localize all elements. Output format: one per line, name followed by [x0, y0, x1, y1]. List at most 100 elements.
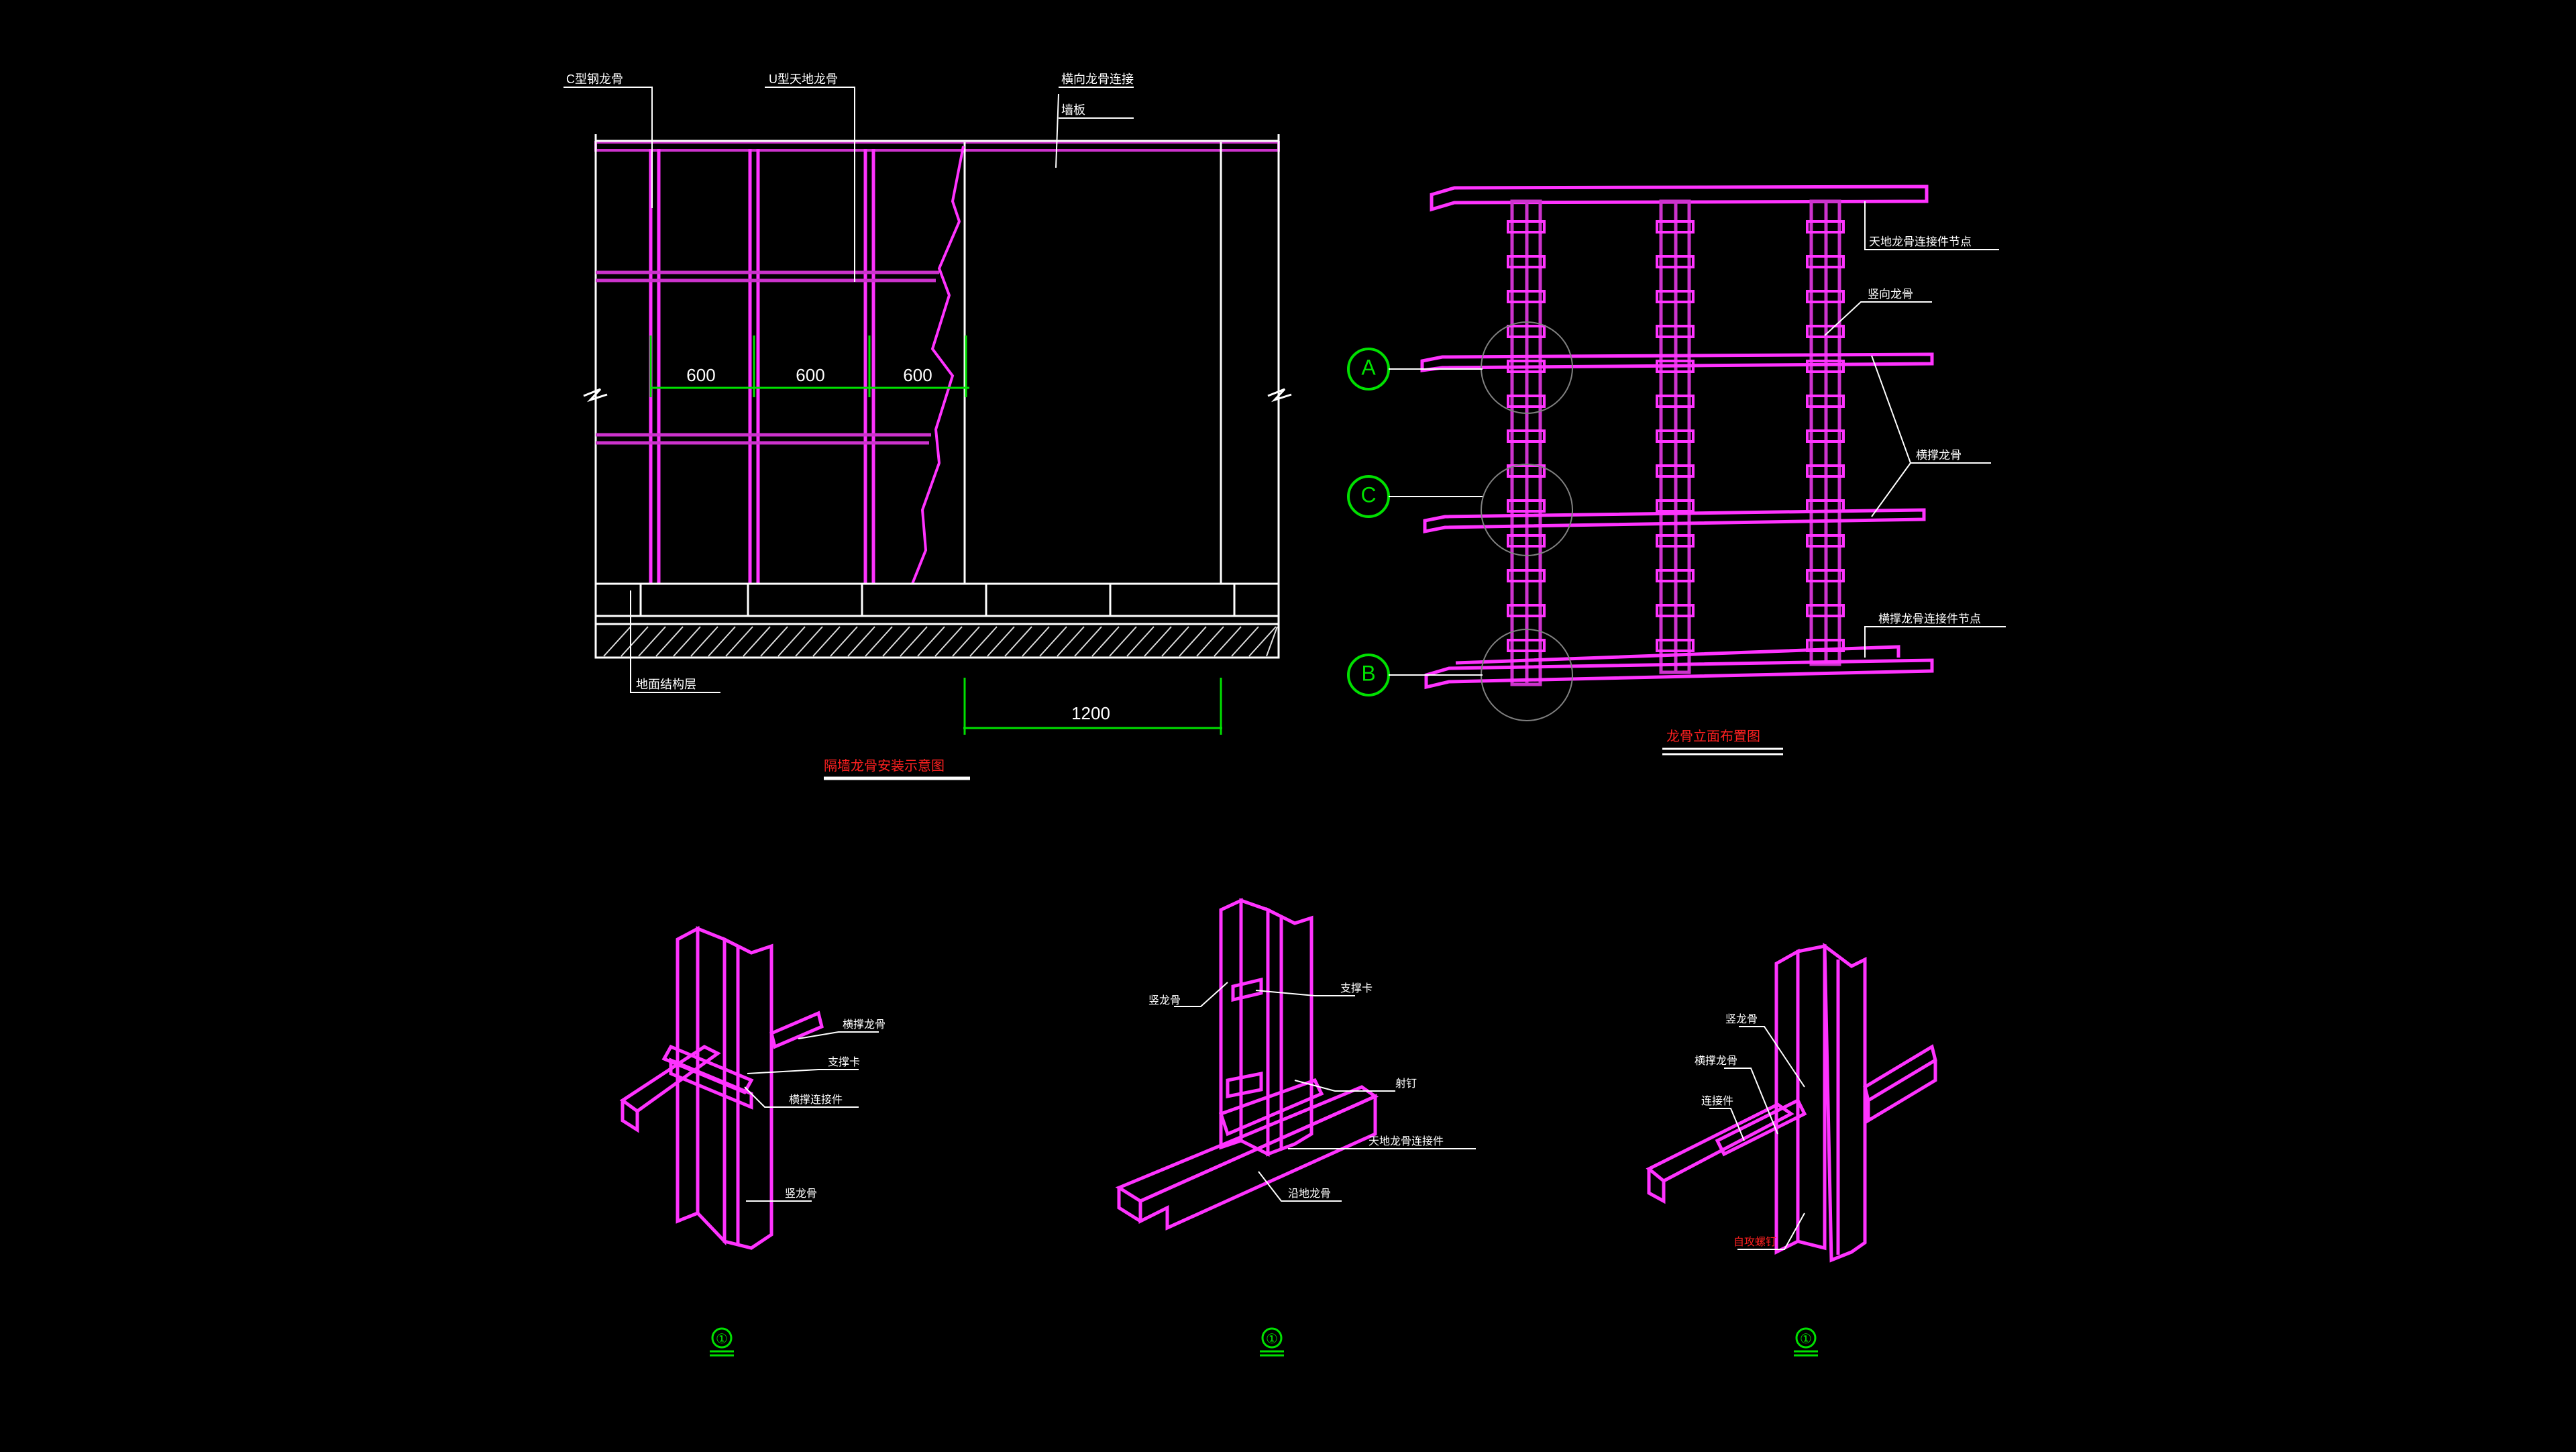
d1-nog-right	[769, 1010, 824, 1049]
detail-circle-C	[1481, 464, 1573, 556]
hatch-line	[743, 626, 771, 657]
hatch-line	[1004, 626, 1032, 657]
hatch-line	[1179, 626, 1207, 657]
d2-clip-1	[1231, 977, 1263, 1002]
stud-clip	[1507, 569, 1546, 582]
leader-r4	[1864, 626, 2006, 658]
bubble-C-label: C	[1360, 482, 1376, 507]
d1-number-circle	[711, 1327, 733, 1349]
hatch-line	[987, 626, 1015, 657]
hatch-line	[725, 626, 753, 657]
hatch-line	[655, 626, 684, 657]
hatch-line	[1214, 626, 1242, 657]
hatch-line	[777, 626, 806, 657]
floor-hatch	[603, 626, 1278, 657]
hatch-line	[1144, 626, 1172, 657]
stud-clip	[1806, 604, 1845, 617]
stud-clip	[1656, 395, 1695, 408]
stud-clip	[1507, 499, 1546, 513]
stud-clip	[1806, 429, 1845, 443]
bottom-track-rail	[1455, 645, 1900, 665]
d3-leader-3	[1709, 1108, 1745, 1141]
stud-clip	[1656, 290, 1695, 303]
dimension-600-group	[649, 335, 969, 397]
elevation-leaders	[564, 87, 1134, 693]
hatch-line	[708, 626, 736, 657]
d3-number: ①	[1800, 1332, 1812, 1347]
d3-nog-left	[1646, 1102, 1794, 1183]
stud-clip	[1507, 639, 1546, 652]
hatch-line	[1109, 626, 1137, 657]
vertical-studs	[649, 149, 875, 584]
d2-track-side	[1138, 1094, 1377, 1231]
stud-clip	[1806, 290, 1845, 303]
nogging-A	[1420, 352, 1934, 372]
d3-label-2: 横撑龙骨	[1695, 1055, 1737, 1067]
top-track	[594, 141, 1280, 152]
hatch-line	[969, 626, 998, 657]
stud-clip	[1507, 534, 1546, 548]
stud-clip	[1507, 604, 1546, 617]
hatch-line	[1248, 626, 1277, 657]
label-r1: 天地龙骨连接件节点	[1869, 236, 1972, 248]
detail3-nogging	[1646, 1044, 1937, 1204]
d3-nog-right	[1863, 1044, 1937, 1103]
d3-stud-flange	[1823, 942, 1867, 1263]
stud-clip	[1656, 569, 1695, 582]
hatch-line	[1039, 626, 1067, 657]
stud-clip	[1507, 464, 1546, 478]
framing-noggings	[1420, 352, 1934, 690]
axis-bubble-A: A	[1347, 348, 1483, 391]
hatch-line	[1091, 626, 1120, 657]
d1-nog-left	[619, 1045, 721, 1114]
d3-number-circle	[1795, 1327, 1817, 1349]
d3-nog-right-lip	[1866, 1060, 1937, 1124]
bottom-track	[594, 582, 1280, 617]
hatch-line	[621, 626, 649, 657]
stud-clip	[1656, 325, 1695, 338]
iso-detail-3: 竖龙骨 横撑龙骨 连接件 自攻螺钉 ①	[1646, 942, 1937, 1357]
stud-clip	[1806, 220, 1845, 234]
iso-detail-2: 竖龙骨 支撑卡 射钉 天地龙骨连接件 沿地龙骨 ①	[1115, 898, 1476, 1357]
dim-600-3: 600	[903, 365, 932, 385]
leader-top-left	[564, 87, 653, 208]
d2-stud-side	[1239, 898, 1270, 1157]
d2-label-4: 天地龙骨连接件	[1368, 1135, 1444, 1147]
d2-label-1: 竖龙骨	[1148, 994, 1181, 1006]
bubble-A-label: A	[1361, 355, 1376, 379]
hatch-line	[830, 626, 858, 657]
stud-clip	[1656, 464, 1695, 478]
leader-r3a	[1871, 355, 1991, 464]
detail2-leaders	[1174, 982, 1476, 1202]
d2-stud-flange	[1266, 906, 1313, 1157]
d2-label-5: 沿地龙骨	[1288, 1188, 1331, 1200]
stud-clip	[1806, 395, 1845, 408]
hatch-line	[847, 626, 875, 657]
stud-clip	[1656, 429, 1695, 443]
framing-bottom-track	[1455, 645, 1900, 665]
hatch-line	[934, 626, 963, 657]
hatch-line	[1074, 626, 1102, 657]
hatch-line	[673, 626, 701, 657]
stud-clip	[1806, 255, 1845, 268]
stud-clip	[1507, 395, 1546, 408]
hatch-line	[812, 626, 841, 657]
hatch-line	[1266, 626, 1278, 657]
hatch-line	[917, 626, 945, 657]
d2-label-3: 射钉	[1395, 1078, 1417, 1090]
stud-clip	[1656, 639, 1695, 652]
label-r4: 横撑龙骨连接件节点	[1878, 613, 1981, 625]
framing-top-track	[1430, 185, 1929, 212]
nogging-B	[1424, 658, 1934, 690]
detail-circle-A	[1481, 321, 1573, 414]
elevation-title: 隔墙龙骨安装示意图	[824, 758, 945, 774]
d3-label-4: 自攻螺钉	[1733, 1236, 1776, 1248]
d2-leader-1	[1174, 982, 1228, 1007]
dim-1200: 1200	[1071, 703, 1110, 723]
hatch-line	[1057, 626, 1085, 657]
detail2-number: ①	[1260, 1327, 1284, 1357]
iso-detail-1: 横撑龙骨 支撑卡 横撑连接件 竖龙骨 ①	[619, 925, 885, 1357]
detail3-number: ①	[1794, 1327, 1818, 1357]
